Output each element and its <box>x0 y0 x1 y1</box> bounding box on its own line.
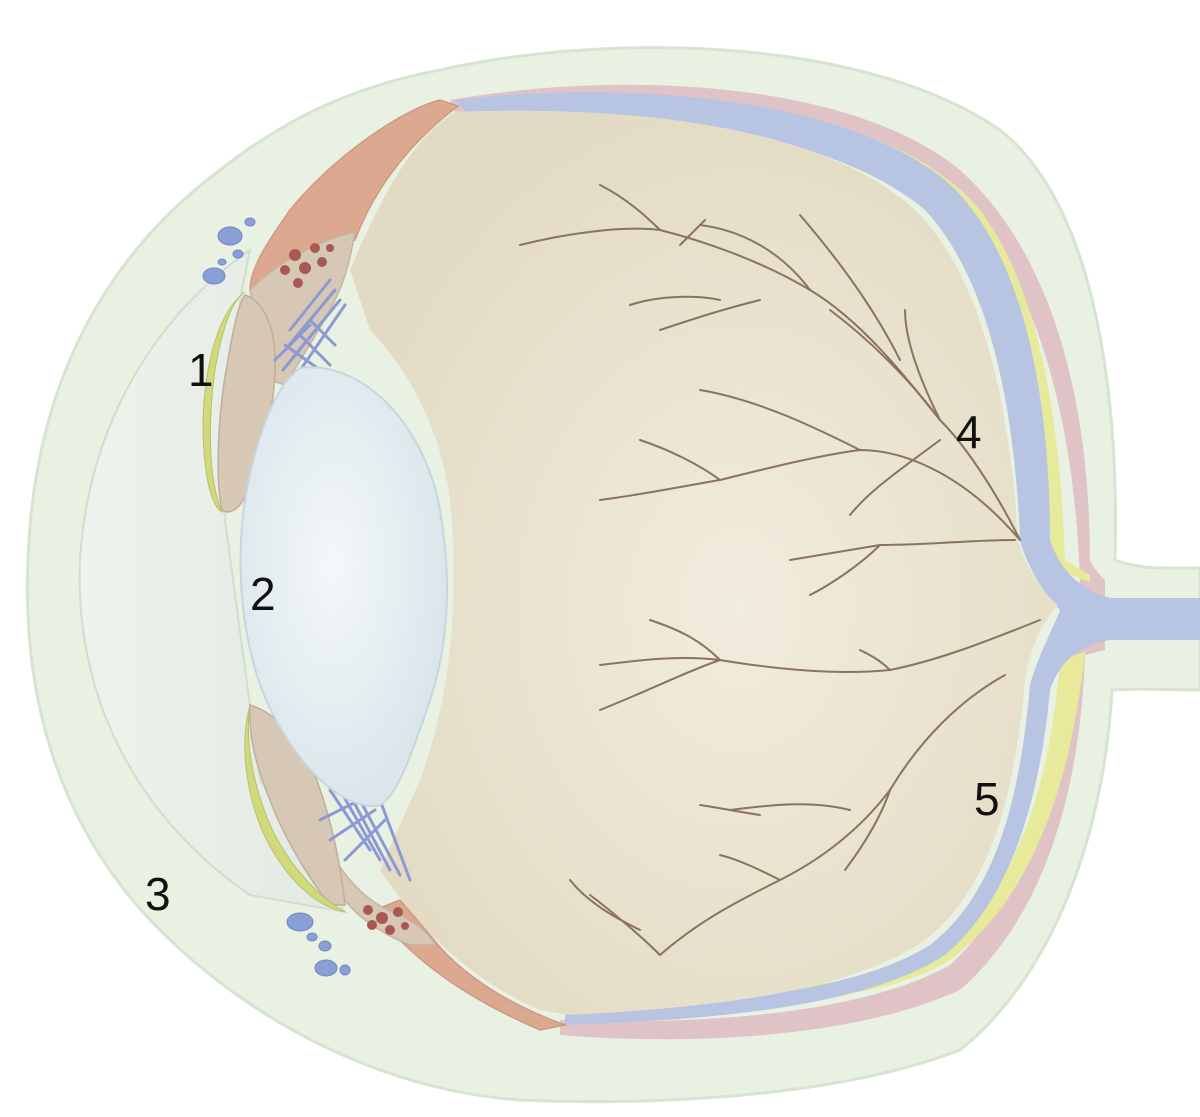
iris-yellow-upper <box>202 291 246 514</box>
retinal-vessels <box>519 184 1041 956</box>
ciliary-body-lower <box>329 849 437 946</box>
canal-blobs-upper <box>202 217 256 285</box>
zonule-fibres-lower <box>318 788 412 882</box>
callout-label-5: 5 <box>974 773 1000 825</box>
iris-yellow-lower <box>244 704 346 913</box>
callout-label-1: 1 <box>188 344 214 396</box>
vitreous-body <box>350 110 1058 1016</box>
callout-label-3: 3 <box>145 868 171 920</box>
callout-label-4: 4 <box>956 406 982 458</box>
retina-blue-layer <box>455 92 1200 1025</box>
ciliary-muscle-upper <box>249 99 460 292</box>
callout-label-2: 2 <box>250 568 276 620</box>
ciliary-vessels-upper <box>280 243 334 288</box>
canal-blobs-lower <box>286 912 351 977</box>
lens <box>239 366 448 808</box>
cornea-anterior-chamber <box>78 247 348 914</box>
ciliary-vessels-lower <box>363 905 409 935</box>
